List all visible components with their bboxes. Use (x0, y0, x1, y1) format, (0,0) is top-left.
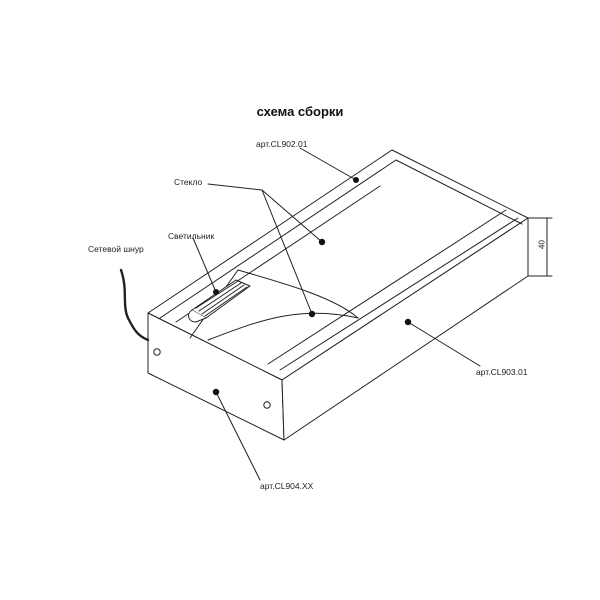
dot-art-top (353, 177, 359, 183)
top-rim-left (159, 159, 397, 319)
dot-lamp (213, 289, 219, 295)
leader-glass-2 (261, 189, 313, 315)
leader-art-top (299, 147, 357, 181)
leader-lamp (192, 237, 217, 293)
lamp-ridge-2 (198, 282, 242, 312)
dimension-label: 40 (537, 240, 547, 249)
dot-glass-1 (318, 238, 326, 246)
lamp-ridge-4 (204, 286, 248, 317)
label-art-right: арт.CL903.01 (476, 367, 528, 377)
label-lamp: Светильник (168, 231, 215, 241)
leader-art-right (407, 321, 481, 367)
lamp-cap (188, 309, 207, 323)
label-glass: Стекло (174, 177, 203, 187)
leader-art-bottom (215, 391, 261, 481)
lamp-ridge-3 (201, 284, 245, 315)
label-art-top: арт.CL902.01 (256, 139, 308, 149)
diagram-title: схема сборки (256, 104, 344, 119)
dot-glass-2 (308, 310, 316, 318)
screw-right (263, 401, 271, 409)
glass-curve (237, 269, 359, 319)
screw-left (153, 348, 161, 356)
label-cord: Сетевой шнур (88, 244, 144, 254)
glass-inner-edge (207, 312, 359, 341)
dot-art-right (404, 318, 412, 326)
dot-art-bottom (212, 388, 220, 396)
inner-groove-2 (279, 217, 519, 371)
dimension-bracket (527, 217, 553, 277)
inner-groove-3 (267, 209, 507, 365)
label-art-bottom: арт.CL904.XX (260, 481, 314, 491)
power-cord (119, 268, 150, 342)
